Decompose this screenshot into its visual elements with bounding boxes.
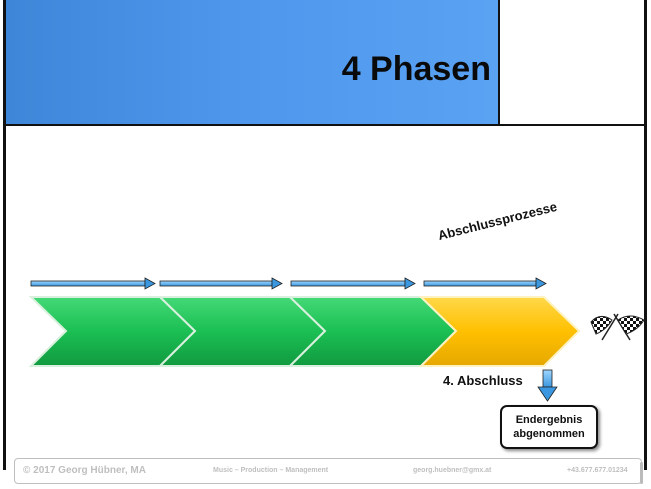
footer-subject: Music – Production – Management	[213, 467, 329, 474]
header-banner	[6, 0, 498, 124]
phase-chevron-4	[418, 296, 581, 367]
footer-edge	[640, 462, 643, 484]
header-divider	[498, 0, 500, 124]
slide-frame-right	[644, 0, 647, 470]
result-box: Endergebnis abgenommen	[500, 405, 598, 449]
footer-copyright: © 2017 Georg Hübner, MA	[23, 465, 146, 476]
footer-phone: +43.677.677.01234	[567, 467, 628, 474]
header-underline	[6, 124, 644, 126]
slide-frame-left	[3, 0, 6, 470]
result-down-arrow	[537, 369, 558, 402]
result-line-2: abgenommen	[513, 428, 585, 440]
phase-arrow-4	[423, 277, 547, 290]
slide-title: 4 Phasen	[341, 50, 491, 88]
phase-arrow-2	[159, 277, 283, 290]
phase-4-label: 4. Abschluss	[443, 373, 523, 388]
footer-bar: © 2017 Georg Hübner, MA Music – Producti…	[14, 458, 642, 484]
result-line-1: Endergebnis	[515, 414, 583, 426]
checkered-flags-icon	[590, 313, 645, 341]
phase-arrow-3	[290, 277, 416, 290]
footer-email: georg.huebner@gmx.at	[413, 467, 492, 474]
phase-arrow-1	[30, 277, 156, 290]
